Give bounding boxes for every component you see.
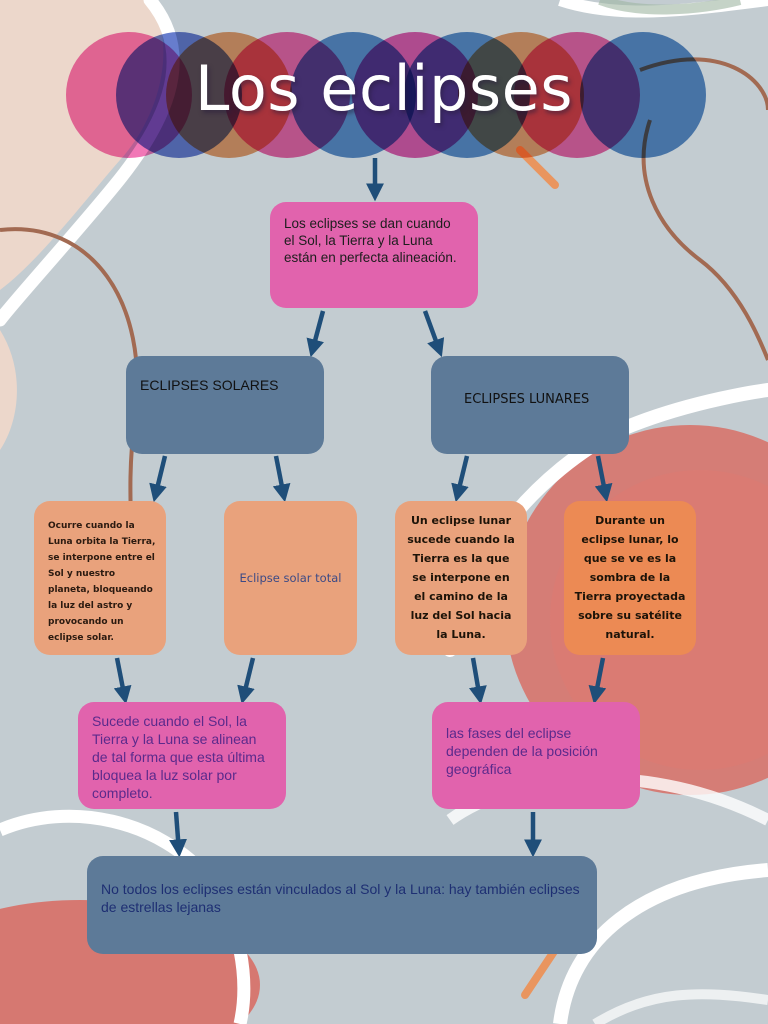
solar-detail-box: Ocurre cuando la Luna orbita la Tierra, … <box>34 501 166 655</box>
lunar-shadow-box: Durante un eclipse lunar, lo que se ve e… <box>564 501 696 655</box>
solar-total-box: Eclipse solar total <box>224 501 357 655</box>
solar-heading-box: ECLIPSES SOLARES <box>126 356 324 454</box>
intro-box: Los eclipses se dan cuando el Sol, la Ti… <box>270 202 478 308</box>
title-circle <box>580 32 706 158</box>
lunar-result-box: las fases del eclipse dependen de la pos… <box>432 702 640 809</box>
lunar-detail-box: Un eclipse lunar sucede cuando la Tierra… <box>395 501 527 655</box>
solar-result-box: Sucede cuando el Sol, la Tierra y la Lun… <box>78 702 286 809</box>
solar-total-label: Eclipse solar total <box>239 571 342 585</box>
footer-box: No todos los eclipses están vinculados a… <box>87 856 597 954</box>
solar-heading: ECLIPSES SOLARES <box>140 377 279 393</box>
page-title: Los eclipses <box>194 52 574 125</box>
lunar-heading: ECLIPSES LUNARES <box>464 392 590 407</box>
lunar-heading-box: ECLIPSES LUNARES <box>431 356 629 454</box>
